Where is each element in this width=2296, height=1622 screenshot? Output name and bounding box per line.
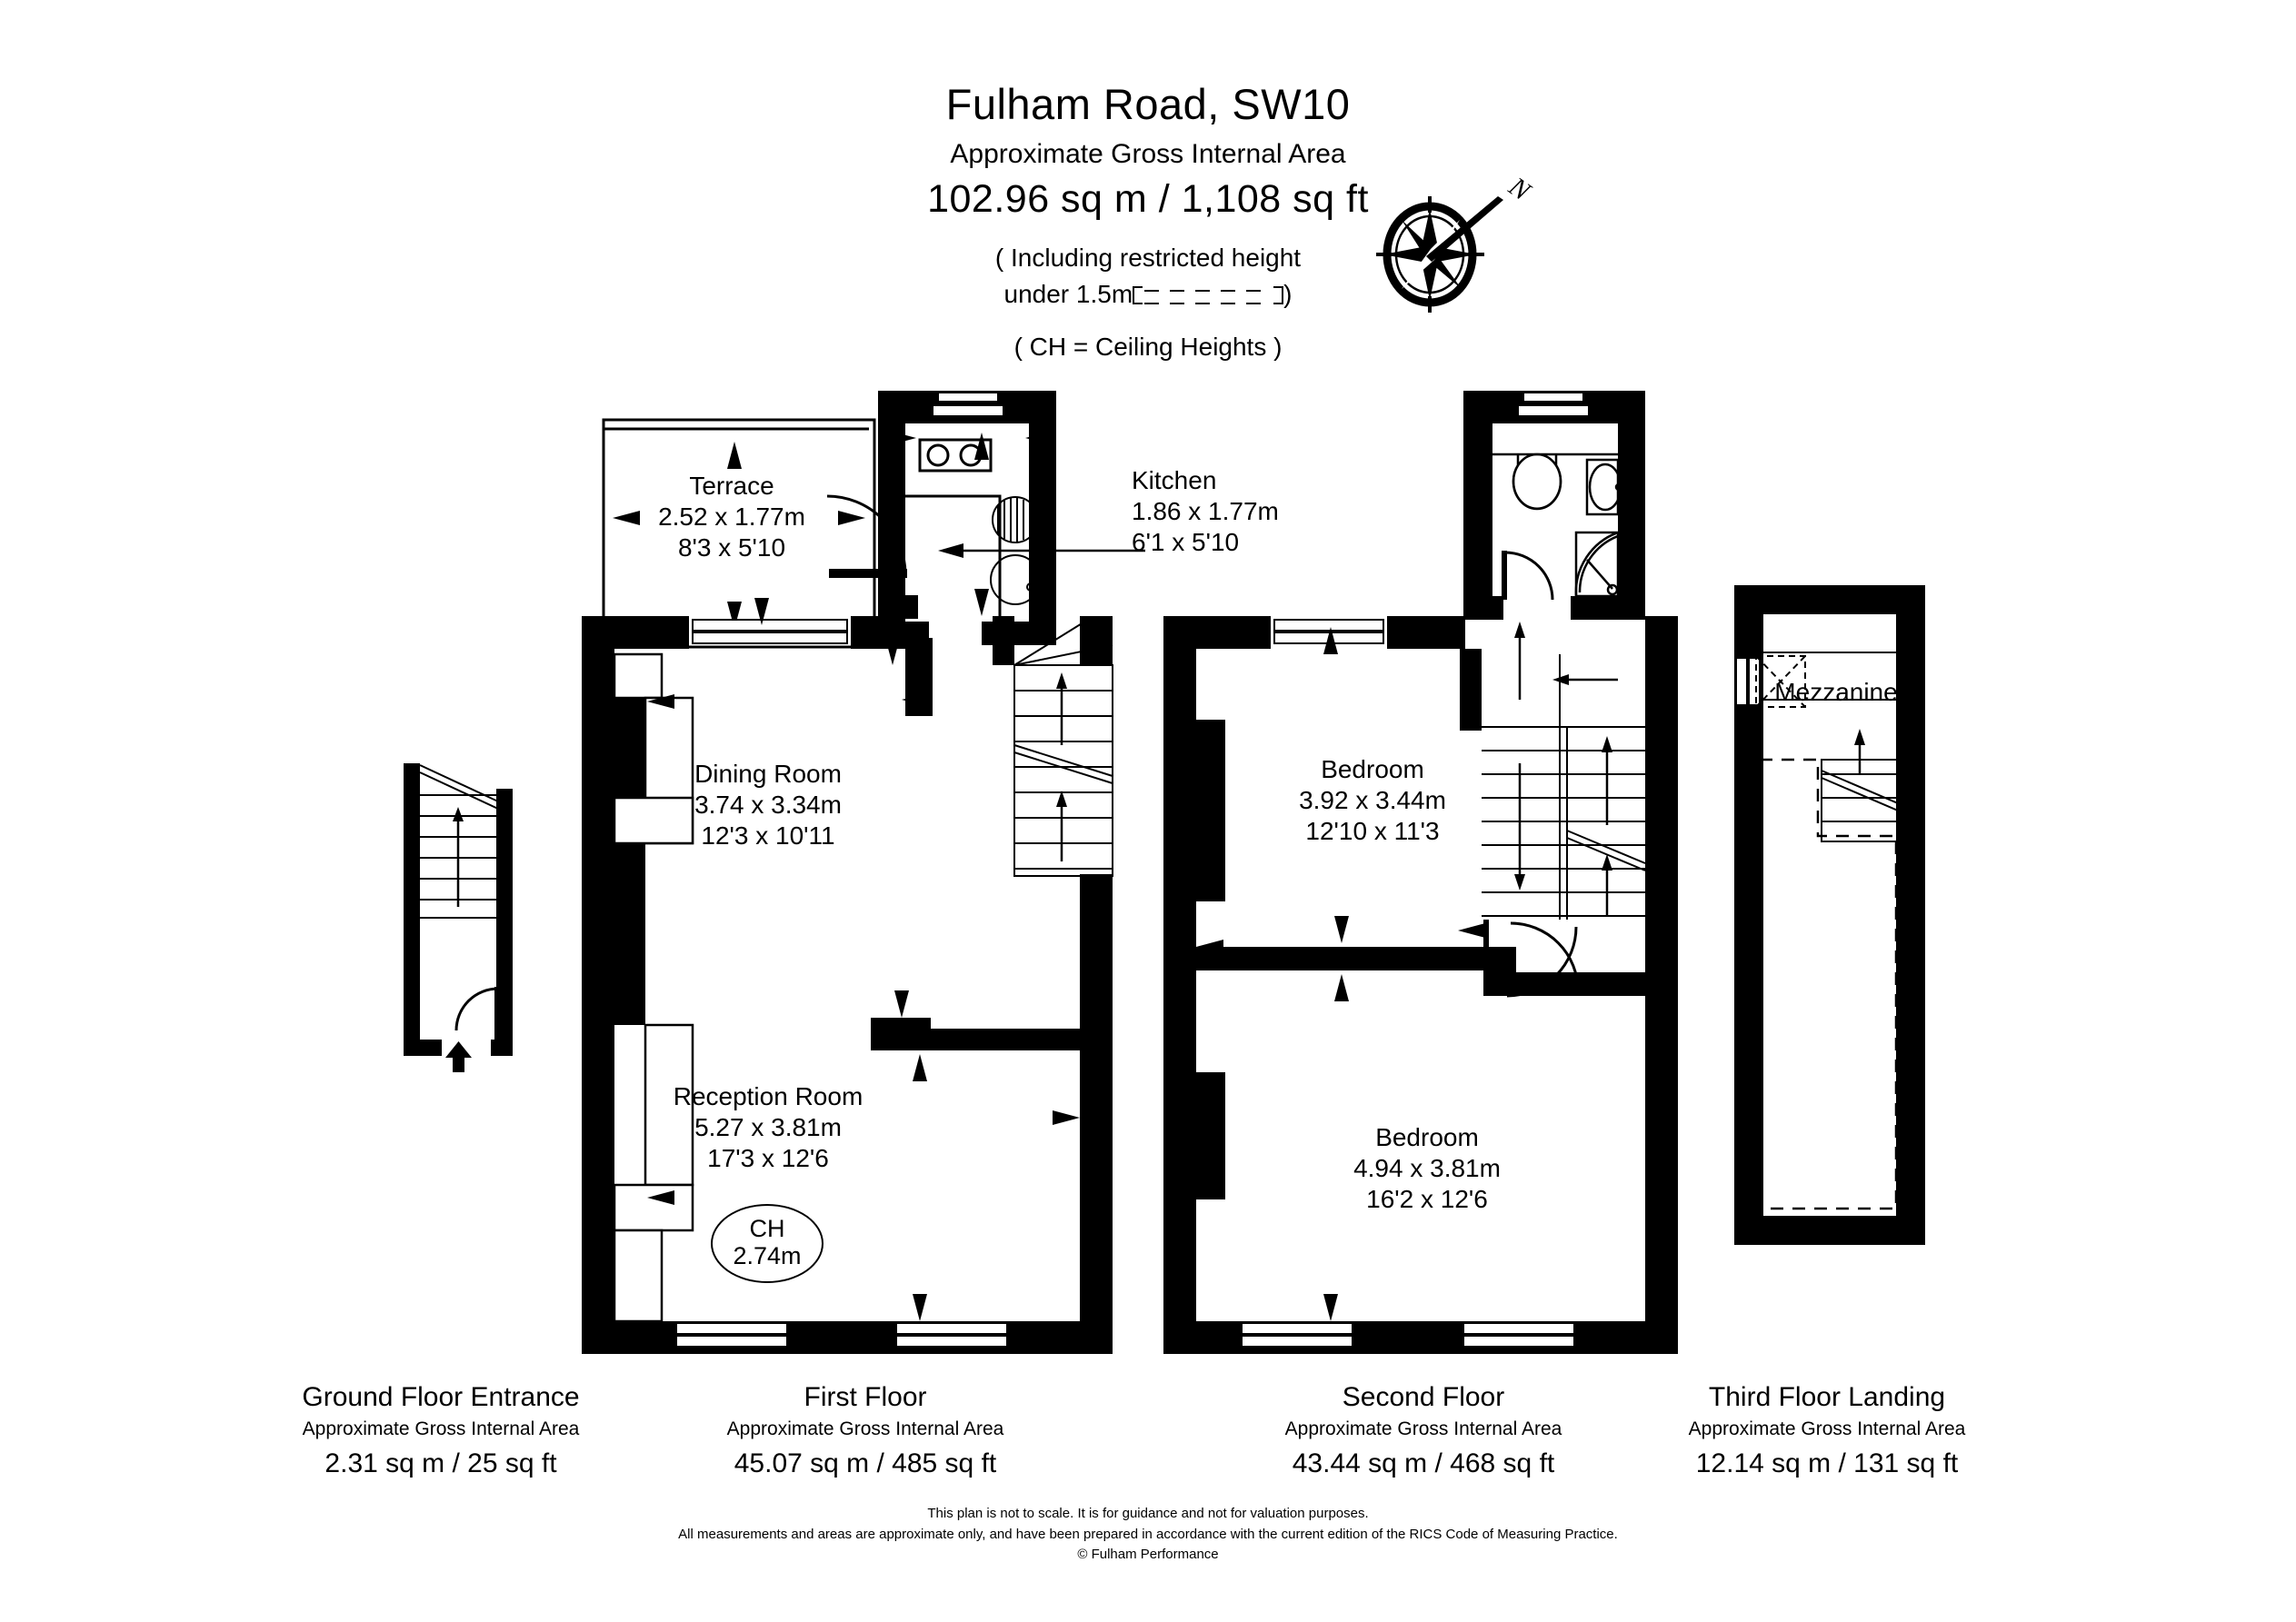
ground-floor-plan	[404, 763, 513, 1072]
second-floor-name: Second Floor	[1342, 1382, 1505, 1412]
restricted-height-note: ( Including restricted height under 1.5m…	[0, 240, 2296, 313]
compass-rose-icon: N	[1376, 171, 1534, 313]
ceiling-height-value: 2.74m	[733, 1241, 802, 1269]
bracket-right-icon	[1273, 286, 1284, 305]
plan-disclaimer: This plan is not to scale. It is for gui…	[0, 1504, 2296, 1566]
ceiling-height-badge: CH 2.74m	[711, 1204, 824, 1283]
ground-floor-area: 2.31 sq m / 25 sq ft	[324, 1448, 557, 1478]
first-floor-sub: Approximate Gross Internal Area	[726, 1418, 1004, 1439]
header-subtitle: Approximate Gross Internal Area	[950, 139, 1346, 170]
dashed-line-sample-icon	[1144, 290, 1273, 305]
ceiling-height-legend: ( CH = Ceiling Heights )	[1013, 332, 1283, 361]
plan-header: Fulham Road, SW10 Approximate Gross Inte…	[0, 82, 2296, 362]
bracket-left-icon	[1133, 286, 1143, 305]
total-area-value: 102.96 sq m / 1,108 sq ft	[927, 177, 1369, 222]
page-title: Fulham Road, SW10	[945, 80, 1351, 128]
third-floor-name: Third Floor Landing	[1708, 1382, 1946, 1412]
disclaimer-line-3: © Fulham Performance	[1077, 1547, 1219, 1562]
third-floor-sub: Approximate Gross Internal Area	[1688, 1418, 1966, 1439]
first-floor-name: First Floor	[804, 1382, 927, 1412]
first-floor-plan	[582, 391, 1145, 1354]
floor-caption-third: Third Floor Landing Approximate Gross In…	[1591, 1381, 2063, 1479]
first-floor-area: 45.07 sq m / 485 sq ft	[734, 1448, 997, 1478]
restricted-line2-post: )	[1283, 280, 1293, 309]
second-floor-sub: Approximate Gross Internal Area	[1284, 1418, 1562, 1439]
floor-caption-ground: Ground Floor Entrance Approximate Gross …	[205, 1381, 677, 1479]
disclaimer-line-2: All measurements and areas are approxima…	[678, 1526, 1618, 1542]
second-floor-area: 43.44 sq m / 468 sq ft	[1292, 1448, 1555, 1478]
ceiling-height-label: CH	[749, 1215, 785, 1242]
disclaimer-line-1: This plan is not to scale. It is for gui…	[927, 1506, 1369, 1521]
ground-floor-name: Ground Floor Entrance	[302, 1382, 580, 1412]
third-floor-plan	[1734, 585, 1925, 1245]
second-floor-plan	[1163, 391, 1678, 1354]
restricted-line2: under 1.5m	[1003, 280, 1133, 309]
third-floor-area: 12.14 sq m / 131 sq ft	[1695, 1448, 1959, 1478]
restricted-line1: ( Including restricted height	[994, 244, 1302, 273]
ground-floor-sub: Approximate Gross Internal Area	[302, 1418, 580, 1439]
floor-caption-first: First Floor Approximate Gross Internal A…	[629, 1381, 1102, 1479]
floor-caption-second: Second Floor Approximate Gross Internal …	[1187, 1381, 1660, 1479]
